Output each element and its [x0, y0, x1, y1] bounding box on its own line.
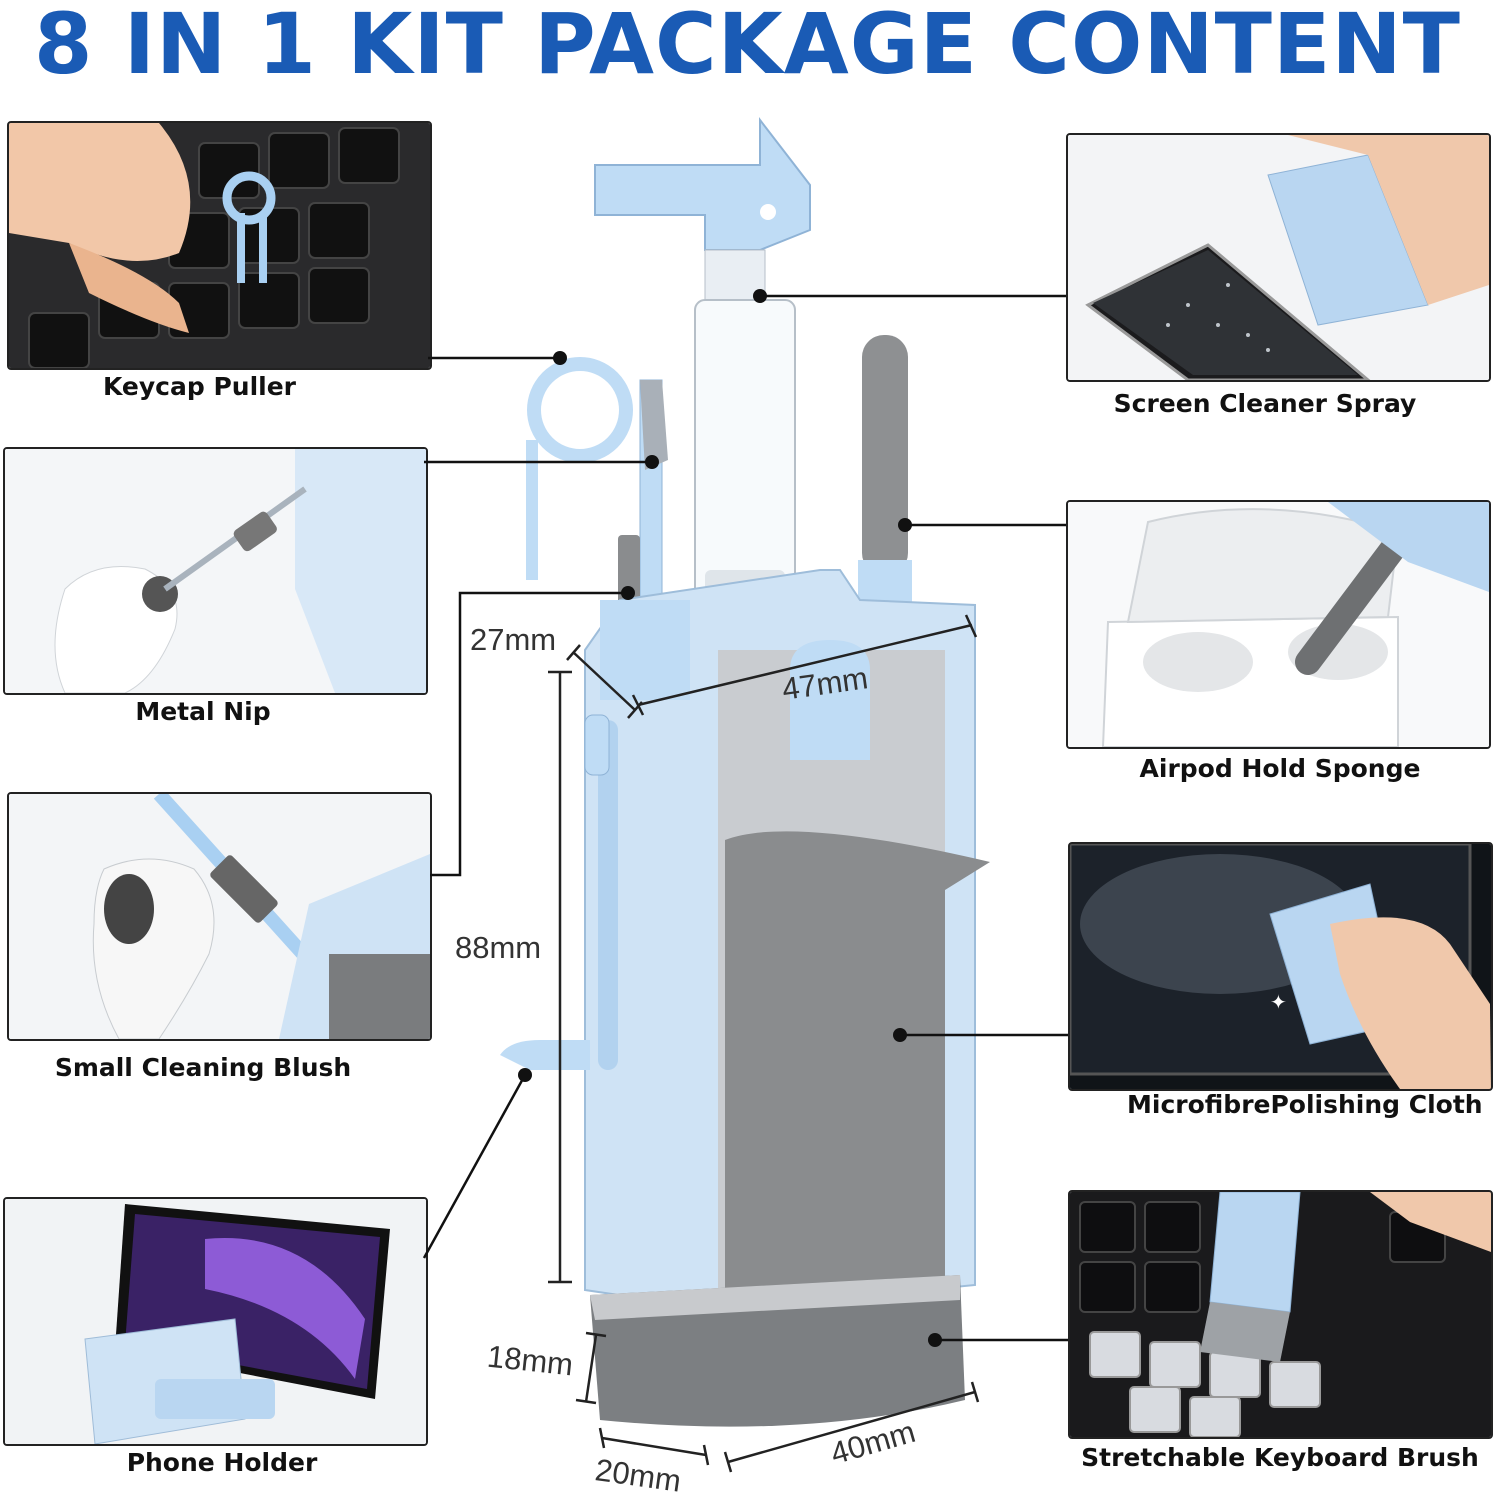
caption-small-cleaning-brush: Small Cleaning Blush	[54, 1053, 352, 1082]
caption-screen-cleaner-spray: Screen Cleaner Spray	[1113, 389, 1417, 418]
airpod-hold-sponge-photo	[1066, 500, 1491, 749]
sponge-stick	[862, 335, 908, 575]
phone-holder-photo	[3, 1197, 428, 1446]
small-cleaning-brush-photo	[7, 792, 432, 1041]
screen-spray-illustration	[1068, 135, 1489, 380]
keyboard-brush-illustration	[1070, 1192, 1491, 1437]
stretchable-keyboard-brush-photo	[1068, 1190, 1493, 1439]
screen-cleaner-spray-photo	[1066, 133, 1491, 382]
microfibre-polishing-cloth-photo: ✦	[1068, 842, 1493, 1091]
keycap-puller-ring	[527, 357, 633, 463]
caption-metal-nip: Metal Nip	[135, 697, 271, 726]
keycap-puller-illustration	[9, 123, 430, 368]
keycap-puller-prong	[526, 440, 538, 580]
metal-nip-illustration	[5, 449, 426, 693]
kit-top-left-slot	[600, 600, 690, 700]
spray-button	[760, 204, 776, 220]
kit-finger-cutout	[790, 640, 870, 760]
keycap-puller-photo	[7, 121, 432, 370]
keyboard-brush-base	[590, 1275, 960, 1320]
phone-holder-illustration	[5, 1199, 426, 1444]
microfibre-cloth	[725, 831, 990, 1305]
cleaning-kit-product	[500, 117, 990, 1473]
dimension-depth-label: 27mm	[470, 622, 557, 657]
polishing-cloth-illustration: ✦	[1070, 844, 1491, 1089]
metal-nip-photo	[3, 447, 428, 695]
page-title: 8 IN 1 KIT PACKAGE CONTENT	[34, 0, 1461, 93]
caption-stretchable-keyboard-brush: Stretchable Keyboard Brush	[1081, 1443, 1479, 1472]
kit-slider-button	[584, 714, 610, 776]
spray-bottle	[694, 299, 796, 611]
caption-phone-holder: Phone Holder	[126, 1448, 318, 1477]
caption-airpod-hold-sponge: Airpod Hold Sponge	[1139, 754, 1421, 783]
dimension-height-label: 88mm	[455, 930, 542, 965]
caption-keycap-puller: Keycap Puller	[102, 372, 297, 401]
caption-microfibre-polishing-cloth: MicrofibrePolishing Cloth	[1127, 1090, 1483, 1119]
cleaning-brush-illustration	[9, 794, 430, 1039]
metal-nip-tip	[640, 380, 668, 470]
airpod-sponge-illustration	[1068, 502, 1489, 747]
spray-head	[594, 117, 811, 251]
phone-holder-stand	[500, 1040, 590, 1070]
svg-text:✦: ✦	[1270, 990, 1287, 1014]
